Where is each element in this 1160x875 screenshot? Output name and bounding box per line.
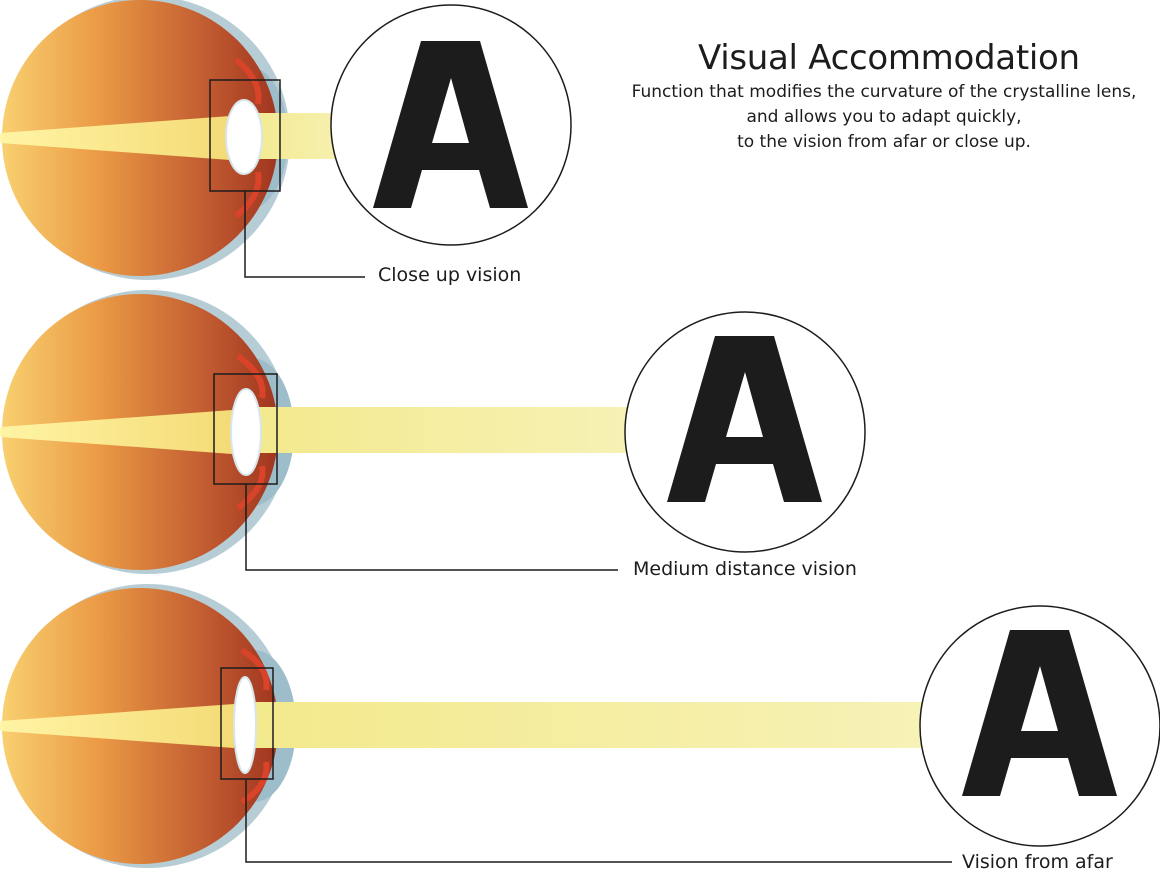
callout-line [245, 779, 952, 863]
ciliary-muscle-top [234, 57, 262, 105]
target-letter-shape [667, 336, 822, 502]
panel-from-afar [0, 584, 1160, 868]
crystalline-lens [225, 99, 263, 175]
light-beam [246, 702, 952, 748]
crystalline-lens [230, 388, 262, 476]
caption-close-up: Close up vision [378, 264, 522, 286]
ciliary-muscle-top [240, 647, 270, 691]
crystalline-lens [233, 676, 257, 774]
callout-line [245, 484, 618, 571]
diagram-title: Visual Accommodation [698, 38, 1080, 78]
ciliary-muscle-top [236, 353, 266, 399]
subtitle-line: Function that modifies the curvature of … [631, 82, 1137, 102]
subtitle-line: and allows you to adapt quickly, [746, 107, 1022, 127]
ciliary-muscle-bottom [234, 171, 262, 219]
light-ray-focus [0, 410, 232, 454]
light-ray-focus [0, 704, 234, 748]
diagram-subtitle: Function that modifies the curvature of … [600, 80, 1160, 155]
panel-close-up [0, 0, 572, 280]
caption-from-afar: Vision from afar [962, 851, 1113, 873]
caption-medium-distance: Medium distance vision [633, 558, 857, 580]
panel-medium-distance [0, 290, 866, 574]
detail-box [220, 667, 274, 780]
target-letter-shape [373, 41, 528, 208]
callout-line [244, 191, 365, 278]
target-letter-shape [962, 630, 1117, 796]
ciliary-muscle-bottom [236, 465, 266, 511]
light-beam [244, 407, 658, 453]
light-ray-focus [0, 116, 230, 160]
subtitle-line: to the vision from afar or close up. [737, 132, 1031, 152]
